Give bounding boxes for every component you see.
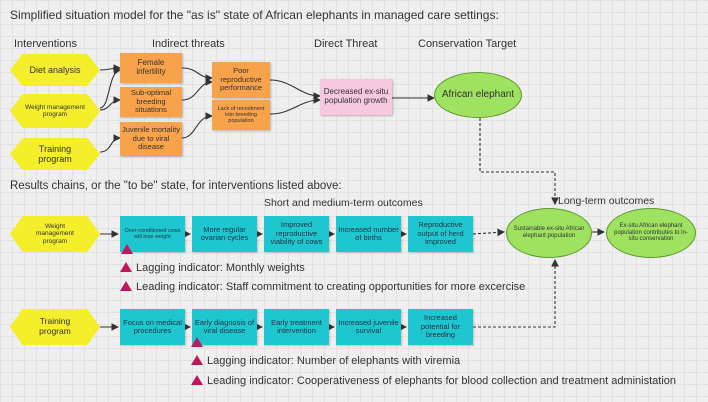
- intervention-diet-analysis: Diet analysis: [10, 54, 100, 86]
- intervention-training-program: Training program: [10, 138, 100, 170]
- indicator-marker-icon: [191, 337, 203, 347]
- threat-female-infertility: Female infertility: [120, 53, 182, 83]
- arrow-elephant-to-sustainable: [479, 118, 559, 206]
- arrow-weight-to-infertility: [99, 67, 122, 109]
- chain1-step-2: More regular ovarian cycles: [192, 216, 257, 252]
- chain1-leading-indicator: Leading indicator: Staff commitment to c…: [120, 281, 525, 293]
- arrow-breeding-to-poor: [181, 78, 214, 101]
- longterm-in-situ-contribution: Ex-situ African elephant population cont…: [606, 208, 696, 258]
- chain1-lagging-indicator: Lagging indicator: Monthly weights: [120, 262, 305, 274]
- arrow-diet-to-infertility: [99, 64, 122, 72]
- intervention-weight-management: Weight management program: [10, 94, 100, 128]
- results-chains-heading: Results chains, or the "to be" state, fo…: [10, 180, 342, 192]
- indicator-marker-icon: [120, 262, 132, 272]
- threat-sub-optimal-breeding: Sub-optimal breeding situations: [120, 87, 182, 117]
- chain2-step-1: Focus on medical procedures: [120, 309, 185, 345]
- chain2-step-3: Early treatment intervention: [264, 309, 329, 345]
- arrow-c1-step5: [472, 228, 506, 237]
- chain2-step-4: Increased juvenile survival: [336, 309, 401, 345]
- short-medium-heading: Short and medium-term outcomes: [264, 197, 423, 209]
- long-term-heading: Long-term outcomes: [558, 195, 655, 207]
- chain2-step-5: Increased potential for breeding: [408, 309, 473, 345]
- diagram-title: Simplified situation model for the "as i…: [10, 8, 499, 22]
- threat-poor-reproductive-performance: Poor reproductive performance: [212, 62, 270, 98]
- column-heading-indirect-threats: Indirect threats: [152, 38, 225, 50]
- arrow-c2-to-longterm: [473, 258, 559, 328]
- chain1-step-5: Reproductive output of herd improved: [408, 216, 473, 252]
- column-heading-direct-threat: Direct Threat: [314, 38, 378, 50]
- arrow-training-to-juvenile: [99, 134, 122, 153]
- direct-threat-decreased-growth: Decreased ex-situ population growth: [320, 79, 392, 115]
- arrow-poor-to-decreased: [269, 79, 322, 100]
- chain2-leading-indicator: Leading indicator: Cooperativeness of el…: [191, 375, 676, 387]
- threat-lack-of-recruitment: Lack of recruitment into breeding popula…: [212, 100, 270, 130]
- chain1-step-3: Improved reproductive viability of cows: [264, 216, 329, 252]
- column-heading-interventions: Interventions: [14, 38, 77, 50]
- chain1-step-4: Increased number of births: [336, 216, 401, 252]
- indicator-marker-icon: [120, 281, 132, 291]
- arrow-infertility-to-poor: [181, 67, 214, 82]
- target-african-elephant: African elephant: [434, 72, 522, 118]
- indicator-marker-icon: [191, 355, 203, 365]
- arrow-lack-to-decreased: [269, 96, 322, 115]
- chain2-lagging-indicator: Lagging indicator: Number of elephants w…: [191, 355, 460, 367]
- indicator-marker-icon: [121, 244, 133, 254]
- threat-juvenile-mortality: Juvenile mortality due to viral disease: [120, 122, 182, 156]
- column-heading-conservation-target: Conservation Target: [418, 38, 517, 50]
- arrow-weight-to-breeding: [99, 96, 122, 111]
- chain2-intervention: Training program: [10, 309, 100, 345]
- longterm-sustainable-population: Sustainable ex-situ African elephant pop…: [506, 208, 592, 258]
- arrow-juvenile-to-lack: [181, 112, 214, 139]
- indicator-marker-icon: [191, 375, 203, 385]
- chain1-intervention: Weight management program: [10, 216, 100, 252]
